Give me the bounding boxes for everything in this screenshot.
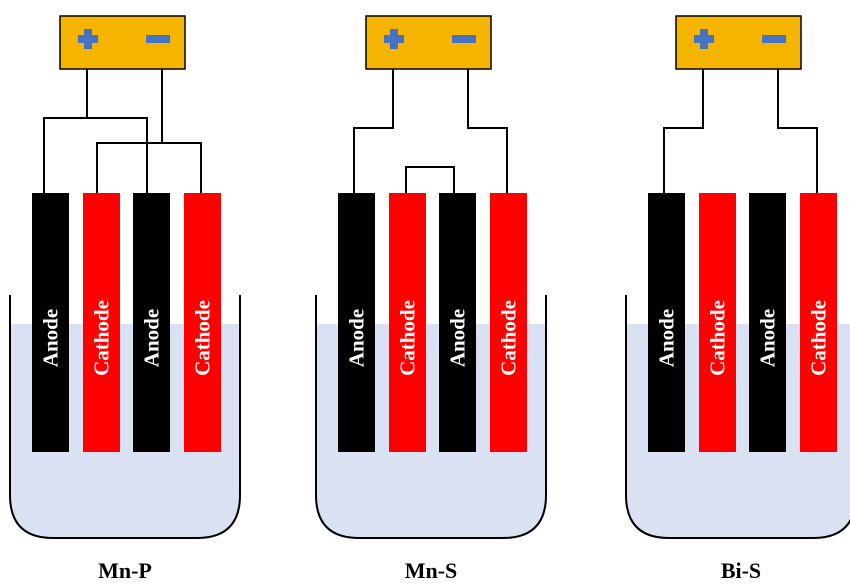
wire-positive-branch: [87, 117, 148, 193]
container: [625, 295, 850, 539]
container: [315, 295, 547, 539]
anode-plate: [439, 193, 476, 452]
anode-plate: [648, 193, 685, 452]
wire-positive: [43, 69, 88, 193]
wiring: [663, 69, 818, 193]
anode-electrode: Anode: [749, 193, 786, 452]
cell-caption: Bi-S: [721, 558, 761, 583]
wire-negative: [467, 69, 508, 193]
anode-label: Anode: [140, 309, 164, 367]
wire-negative: [777, 69, 818, 193]
minus-icon: [452, 35, 476, 43]
power-supply: [59, 15, 186, 70]
power-supply: [675, 15, 802, 70]
cell-caption: Mn-S: [405, 558, 458, 583]
cathode-electrode: Cathode: [389, 193, 426, 452]
cathode-electrode: Cathode: [699, 193, 736, 452]
anode-label: Anode: [756, 309, 780, 367]
anode-plate: [749, 193, 786, 452]
plus-icon: [78, 29, 98, 49]
wiring: [43, 69, 202, 193]
anode-plate: [338, 193, 375, 452]
cathode-plate: [699, 193, 736, 452]
wire-positive: [663, 69, 704, 193]
minus-icon: [762, 35, 786, 43]
cathode-label: Cathode: [497, 300, 521, 376]
cathode-label: Cathode: [396, 300, 420, 376]
plus-icon: [384, 29, 404, 49]
anode-plate: [133, 193, 170, 452]
cathode-electrode: Cathode: [83, 193, 120, 452]
power-supply: [365, 15, 492, 70]
cathode-plate: [184, 193, 221, 452]
cathode-label: Cathode: [706, 300, 730, 376]
anode-electrode: Anode: [439, 193, 476, 452]
anode-label: Anode: [446, 309, 470, 367]
anode-label: Anode: [345, 309, 369, 367]
wire-bridge: [405, 166, 455, 193]
cathode-plate: [389, 193, 426, 452]
cathode-label: Cathode: [90, 300, 114, 376]
cathode-electrode: Cathode: [184, 193, 221, 452]
anode-electrode: Anode: [338, 193, 375, 452]
anode-label: Anode: [655, 309, 679, 367]
plus-icon: [694, 29, 714, 49]
wire-negative-branch: [162, 142, 202, 193]
anode-electrode: Anode: [133, 193, 170, 452]
anode-plate: [32, 193, 69, 452]
cathode-electrode: Cathode: [490, 193, 527, 452]
container: [9, 295, 241, 539]
cathode-electrode: Cathode: [800, 193, 837, 452]
cathode-plate: [490, 193, 527, 452]
cathode-plate: [83, 193, 120, 452]
anode-electrode: Anode: [32, 193, 69, 452]
anode-electrode: Anode: [648, 193, 685, 452]
cell-caption: Mn-P: [98, 558, 152, 583]
wire-negative: [96, 69, 163, 193]
cathode-label: Cathode: [807, 300, 831, 376]
wire-positive: [353, 69, 394, 193]
cathode-label: Cathode: [191, 300, 215, 376]
minus-icon: [146, 35, 170, 43]
anode-label: Anode: [39, 309, 63, 367]
wiring: [353, 69, 508, 193]
cathode-plate: [800, 193, 837, 452]
